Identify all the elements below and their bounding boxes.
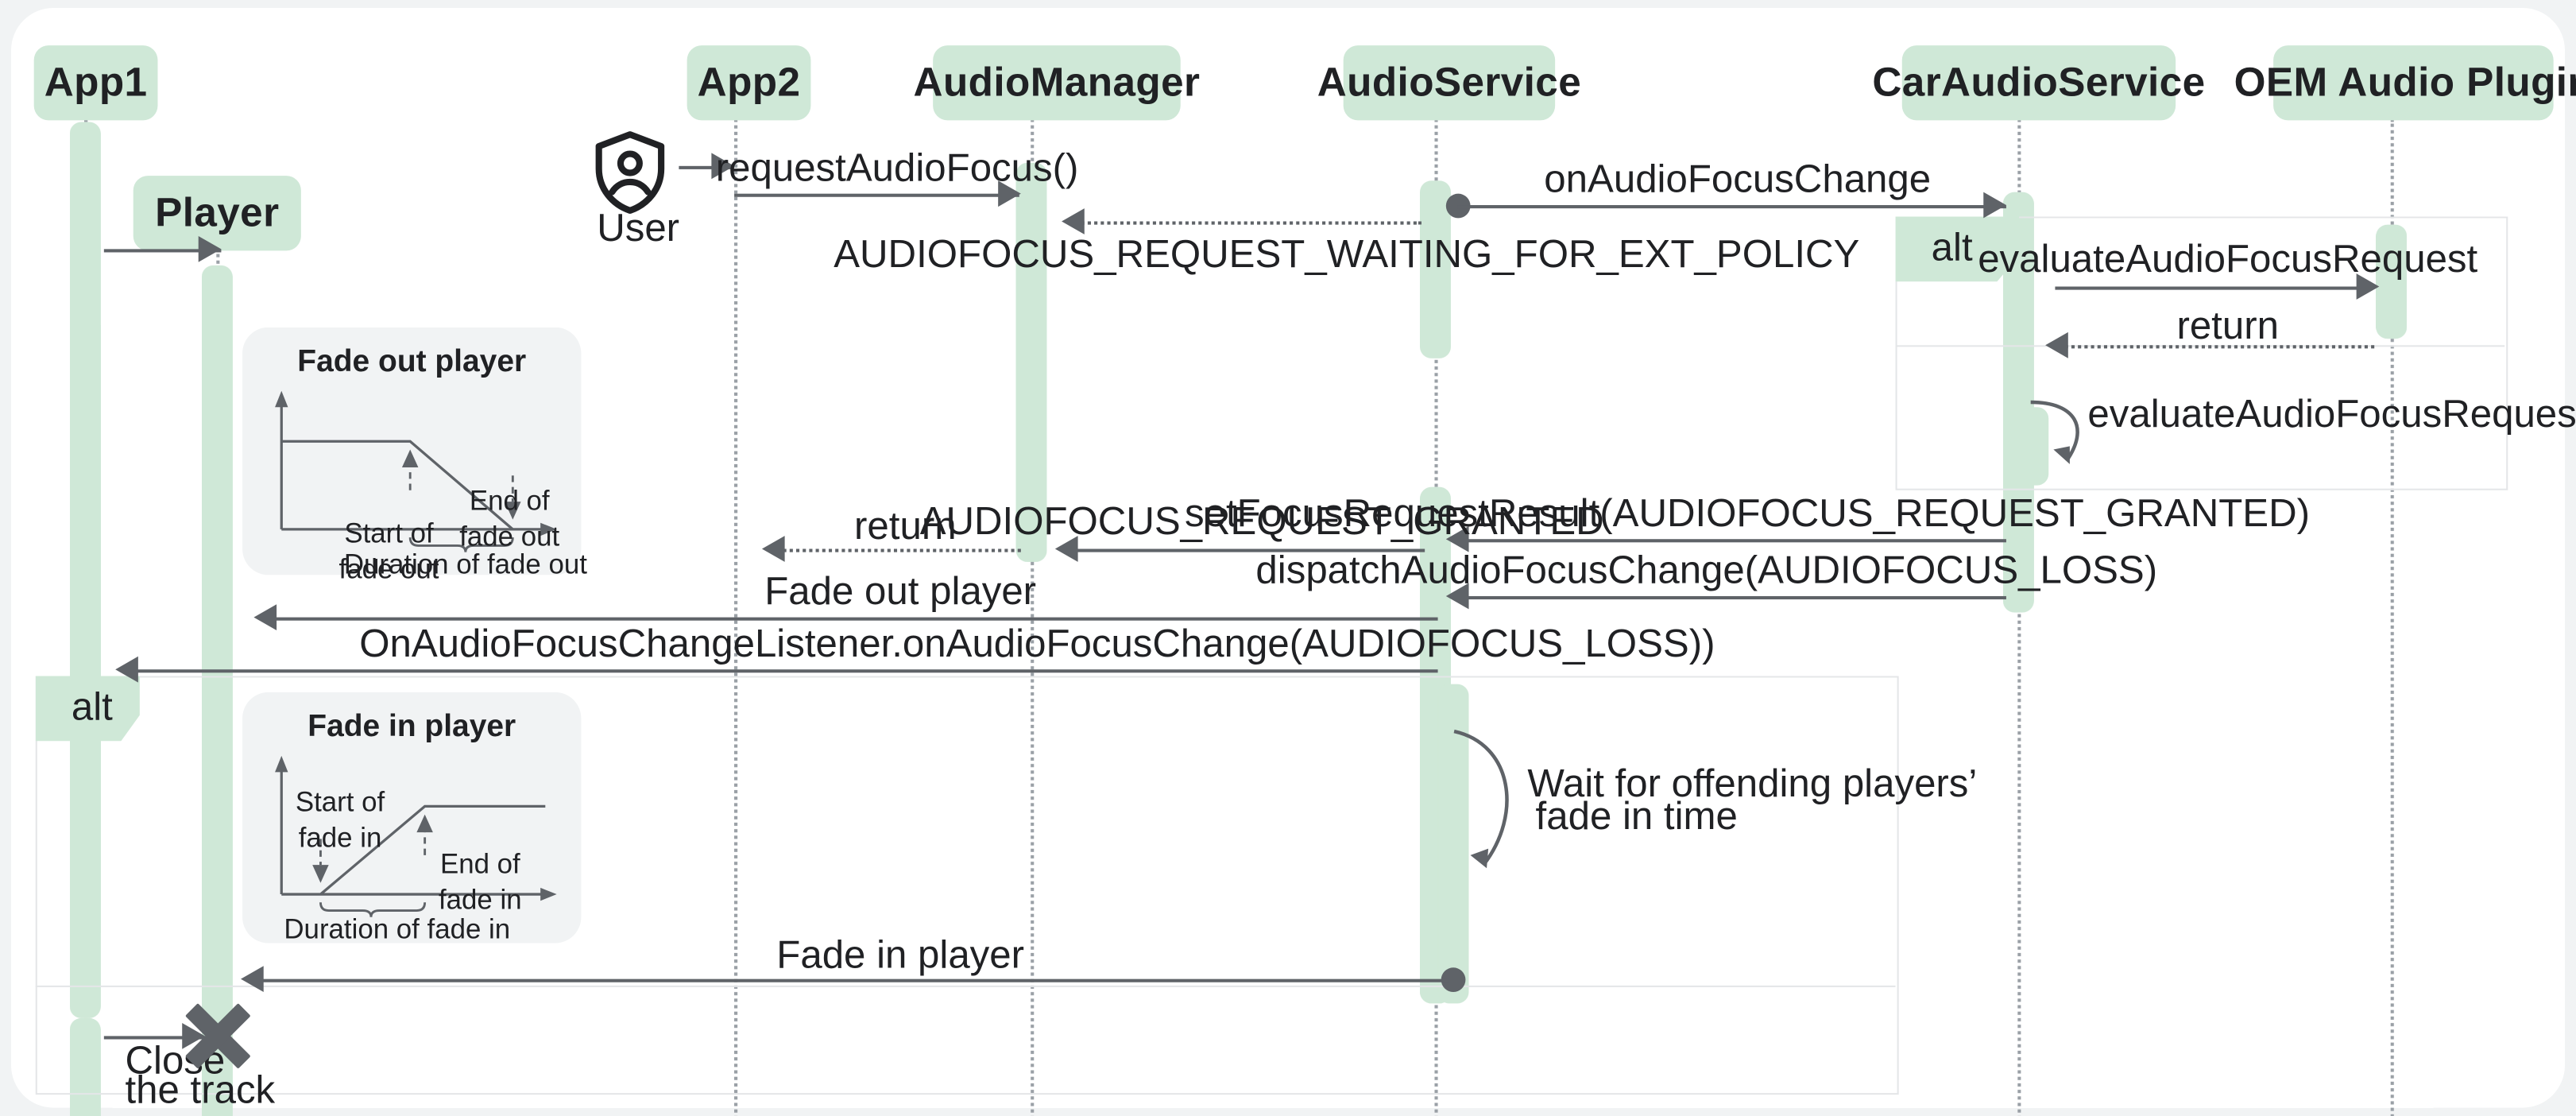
message-label-wait-fade-in-time-line2: fade in time [1535, 795, 1738, 839]
participant-audiomanager[interactable]: AudioManager [914, 45, 1200, 121]
activation-oemplugin [2376, 224, 2408, 339]
message-line-on-audio-focus-change [1457, 205, 2006, 209]
message-label-return-audiomanager: return [854, 505, 957, 549]
message-line-dispatch-audio-focus-change [1457, 595, 2006, 600]
participant-label: AudioService [1317, 59, 1582, 105]
arrowhead-user-to-app2 [711, 153, 735, 180]
arrowhead-fade-in-player [241, 966, 264, 993]
arrowhead-audiofocus-request-granted [1054, 536, 1078, 562]
message-line-fade-out-player [268, 617, 1438, 621]
participant-label: App1 [44, 59, 148, 105]
message-label-dispatch-audio-focus-change: dispatchAudioFocusChange(AUDIOFOCUS_LOSS… [1255, 548, 2158, 593]
arrowhead-set-focus-request-result [1445, 525, 1469, 552]
fragment-alt-right-label[interactable]: alt [1895, 216, 2020, 282]
lifeline-oemplugin [2390, 118, 2394, 1116]
message-line-evaluate-audio-focus-request [2055, 286, 2373, 290]
note-annotation-start-fade-out: Start of fade out [338, 517, 439, 585]
note-annotation-duration-fade-in: Duration of fade in [284, 913, 511, 945]
message-line-app1-to-player [103, 249, 222, 253]
message-label-evaluate-internally: evaluateAudioFocusRequestInternally [2087, 392, 2576, 437]
shield-person-icon [595, 131, 665, 214]
message-line-close-the-track [103, 1036, 205, 1040]
arrowhead-fade-out-player [253, 604, 277, 631]
message-line-return-oem [2060, 345, 2375, 349]
participant-label: App2 [697, 59, 801, 105]
fragment-alt-left [35, 676, 1899, 1095]
fragment-alt-right [1895, 216, 2508, 490]
participant-caraudioservice[interactable]: CarAudioService [1872, 45, 2205, 121]
arrowhead-app1-to-player [198, 235, 222, 262]
message-label-wait-fade-in-time-line1: Wait for offending players’ [1527, 762, 1978, 807]
activation-caraudioservice-self [2021, 407, 2049, 486]
arrowhead-return-audiomanager [761, 536, 785, 562]
self-message-arrow-wait-fade-in-time [1453, 729, 1509, 869]
participant-app2[interactable]: App2 [687, 45, 811, 121]
participant-label: CarAudioService [1872, 59, 2206, 105]
message-label-close-the-track-line2: the track [125, 1068, 276, 1113]
activation-audiomanager [1015, 162, 1047, 562]
message-line-set-focus-request-result [1457, 539, 2006, 543]
fade-out-chart [275, 390, 557, 552]
note-title-fade-in: Fade in player [307, 710, 516, 745]
message-label-return-oem: return [2176, 304, 2279, 349]
diagram-canvas: App1 Player App2 AudioManager AudioServi… [11, 8, 2576, 1116]
message-label-audiofocus-request-granted: AUDIOFOCUS_REQUEST_GRANTED [919, 500, 1604, 544]
arrowhead-evaluate-audio-focus-request [2356, 273, 2380, 300]
message-line-on-audio-focus-change-listener [130, 669, 1438, 673]
arrowhead-on-audio-focus-change-listener [115, 656, 138, 683]
activation-audioservice [1420, 180, 1451, 358]
message-label-set-focus-request-result: setFocusRequestResult(AUDIOFOCUS_REQUEST… [1185, 491, 2311, 537]
participant-audioservice[interactable]: AudioService [1317, 45, 1581, 121]
fragment-label-text: alt [71, 685, 113, 730]
message-line-waiting-for-ext-policy [1076, 221, 1422, 225]
message-label-fade-out-player: Fade out player [764, 570, 1037, 614]
arrowhead-return-oem [2045, 331, 2068, 358]
fragment-alt-left-divider [35, 985, 1896, 987]
note-annotation-end-fade-in: End of fade in [438, 848, 522, 916]
note-annotation-end-fade-out: End of fade out [459, 485, 560, 552]
fade-in-chart [275, 755, 557, 917]
message-label-evaluate-audio-focus-request: evaluateAudioFocusRequest [1978, 238, 2478, 282]
activation-app1-2 [69, 1017, 101, 1116]
activation-player [201, 265, 233, 1116]
arrowhead-on-audio-focus-change [1983, 192, 2006, 219]
note-fade-out-player: Fade out player Start of [242, 327, 587, 584]
message-label-request-audio-focus: requestAudioFocus() [715, 146, 1079, 191]
message-line-audiofocus-request-granted [1066, 548, 1425, 552]
message-label-on-audio-focus-change-listener: OnAudioFocusChangeListener.onAudioFocusC… [359, 622, 1715, 667]
message-label-fade-in-player: Fade in player [776, 933, 1025, 978]
message-line-request-audio-focus [734, 193, 1019, 197]
message-label-waiting-for-ext-policy: AUDIOFOCUS_REQUEST_WAITING_FOR_EXT_POLIC… [834, 232, 1860, 277]
participant-app1[interactable]: App1 [33, 45, 158, 121]
user-actor[interactable] [585, 126, 698, 223]
user-actor-label: User [597, 207, 680, 251]
participant-label: Player [155, 189, 280, 235]
note-annotation-start-fade-in: Start of fade in [295, 786, 385, 854]
lifeline-caraudioservice [2017, 118, 2021, 1116]
activation-audioservice-4 [1437, 684, 1469, 1004]
self-message-arrow-evaluate-internally [2030, 400, 2079, 464]
arrowhead-waiting-for-ext-policy [1062, 208, 1085, 234]
activation-app1 [69, 122, 101, 1018]
note-annotation-duration-fade-out: Duration of fade out [343, 548, 587, 580]
player-destroy-x-icon [180, 998, 255, 1073]
fragment-label-text: alt [1931, 226, 1973, 271]
note-fade-in-player: Fade in player Start of fade in [242, 692, 582, 945]
note-title-fade-out: Fade out player [297, 345, 527, 380]
fragment-alt-left-label[interactable]: alt [35, 676, 140, 742]
arrowhead-request-audio-focus [998, 180, 1021, 207]
message-line-fade-in-player [255, 978, 1449, 982]
participant-label: AudioManager [913, 59, 1201, 105]
message-line-return-audiomanager [776, 548, 1021, 552]
participant-label: OEM Audio Plugin [2234, 59, 2576, 105]
arrowhead-dispatch-audio-focus-change [1445, 583, 1469, 610]
participant-oemplugin[interactable]: OEM Audio Plugin [2234, 45, 2576, 121]
message-label-on-audio-focus-change: onAudioFocusChange [1544, 157, 1932, 202]
message-line-user-to-app2 [679, 165, 731, 169]
